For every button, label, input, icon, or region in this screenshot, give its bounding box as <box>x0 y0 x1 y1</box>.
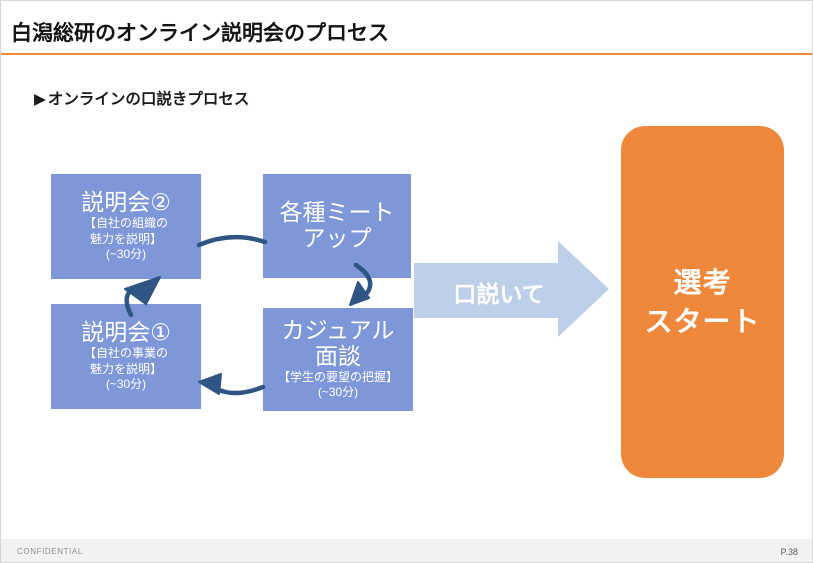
section-heading: ▶オンラインの口説きプロセス <box>34 87 249 109</box>
seminar2-title: 説明会② <box>81 189 171 216</box>
confidential-label: CONFIDENTIAL <box>17 547 83 556</box>
page-title: 白潟総研のオンライン説明会のプロセス <box>11 22 389 45</box>
seminar2-sub1: 【自社の組織の <box>83 215 168 230</box>
casual-title-line2: 面談 <box>315 342 361 369</box>
slide-footer: CONFIDENTIAL P.38 <box>1 539 812 562</box>
meetup-title-line2: アップ <box>302 225 372 251</box>
seminar1-title: 説明会① <box>81 319 171 346</box>
casual-sub2: (~30分) <box>317 385 359 400</box>
triangle-bullet-icon: ▶ <box>34 91 46 108</box>
seminar2-sub2: 魅力を説明】 <box>89 231 162 246</box>
cycle-arrow-bottom <box>214 384 266 396</box>
process-box-casual: カジュアル 面談 【学生の要望の把握】 (~30分) <box>263 308 413 411</box>
casual-sub1: 【学生の要望の把握】 <box>277 369 398 384</box>
casual-title-line1: カジュアル <box>281 317 395 344</box>
meetup-title-line1: 各種ミート <box>279 199 395 226</box>
seminar1-sub2: 魅力を説明】 <box>89 361 162 376</box>
section-heading-text: オンラインの口説きプロセス <box>47 91 250 108</box>
cycle-arrow-bottom-head <box>198 373 222 395</box>
persuade-arrow-label: 口説いて <box>453 281 545 307</box>
goal-label-line2: スタート <box>644 306 761 337</box>
title-underline <box>1 53 812 55</box>
seminar1-sub3: (~30分) <box>105 377 147 392</box>
goal-box-selection-start: 選考 スタート <box>621 126 784 478</box>
cycle-arrow-right-head <box>349 281 370 306</box>
process-box-seminar2: 説明会② 【自社の組織の 魅力を説明】 (~30分) <box>51 174 201 279</box>
page-number: P.38 <box>780 546 798 557</box>
process-box-meetup: 各種ミート アップ <box>263 174 411 278</box>
seminar2-sub3: (~30分) <box>105 247 147 262</box>
goal-label-line1: 選考 <box>673 266 732 298</box>
seminar1-sub1: 【自社の事業の <box>83 345 168 360</box>
cycle-arrow-left-head <box>124 276 161 305</box>
cycle-arrow-top <box>196 234 268 248</box>
process-box-seminar1: 説明会① 【自社の事業の 魅力を説明】 (~30分) <box>51 304 201 409</box>
